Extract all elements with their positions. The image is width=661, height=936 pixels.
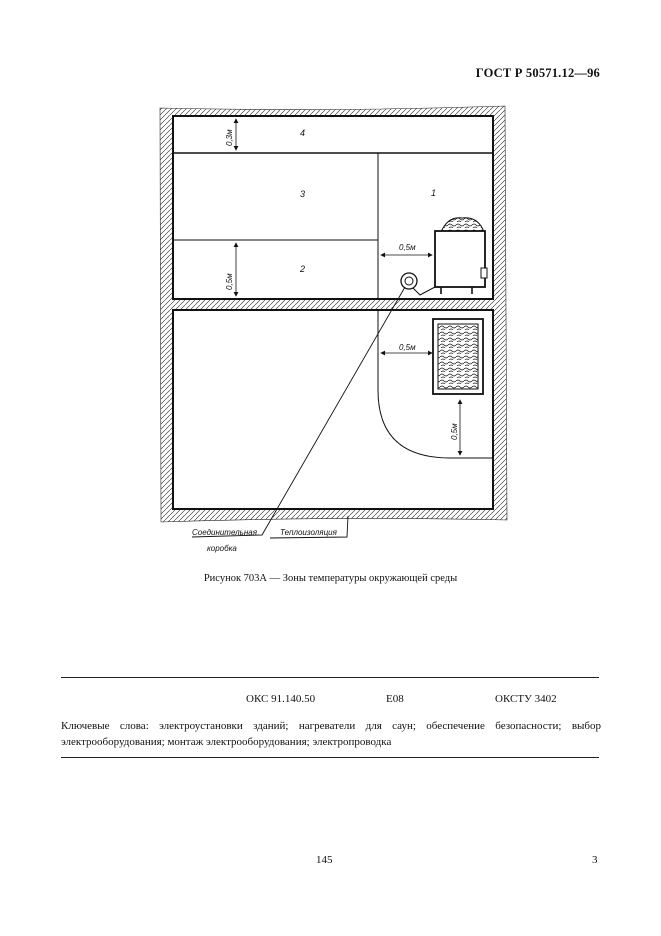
sheet-number: 3: [592, 854, 598, 866]
divider-bottom: [61, 757, 599, 758]
zone-label-4: 4: [300, 128, 305, 138]
callout-leaders: [191, 286, 406, 539]
document-code: ГОСТ Р 50571.12—96: [475, 66, 600, 80]
divider-top: [61, 677, 599, 678]
zone-label-3: 3: [300, 189, 305, 199]
figure-caption: Рисунок 703А — Зоны температуры окружающ…: [203, 573, 458, 584]
wall-insulation: [159, 105, 508, 523]
zone-label-2: 2: [299, 264, 305, 274]
zone-label-1: 1: [431, 188, 436, 198]
keywords-paragraph: Ключевые слова: электроустановки зданий;…: [61, 720, 601, 748]
callout-junction-box-line2: коробка: [207, 544, 237, 553]
callout-insulation: Теплоизоляция: [280, 528, 338, 537]
dimension-panel-below: 0,5м: [450, 423, 459, 440]
junction-box-icon: [400, 272, 418, 290]
dimension-arrows: [233, 118, 463, 456]
callout-junction-box-line1: Соединительная: [192, 528, 258, 537]
dimension-height-bottom: 0,5м: [225, 273, 234, 290]
dimension-panel-side: 0,5м: [399, 343, 416, 352]
page-number: 145: [316, 854, 333, 866]
sauna-temperature-zones-figure: 0,3м 0,5м 0,5м 0,5м 0,5м 1 2 3 4 Соедини…: [159, 105, 508, 553]
zone-lines: [173, 152, 493, 459]
oks-code: ОКС 91.140.50: [246, 693, 316, 705]
okstu-code: ОКСТУ 3402: [495, 693, 557, 705]
dimension-heater-side: 0,5м: [399, 243, 416, 252]
dimension-height-top: 0,3м: [225, 129, 234, 146]
sauna-heater-icon: [411, 217, 488, 296]
group-code: E08: [386, 693, 404, 705]
control-panel-icon: [432, 318, 484, 395]
